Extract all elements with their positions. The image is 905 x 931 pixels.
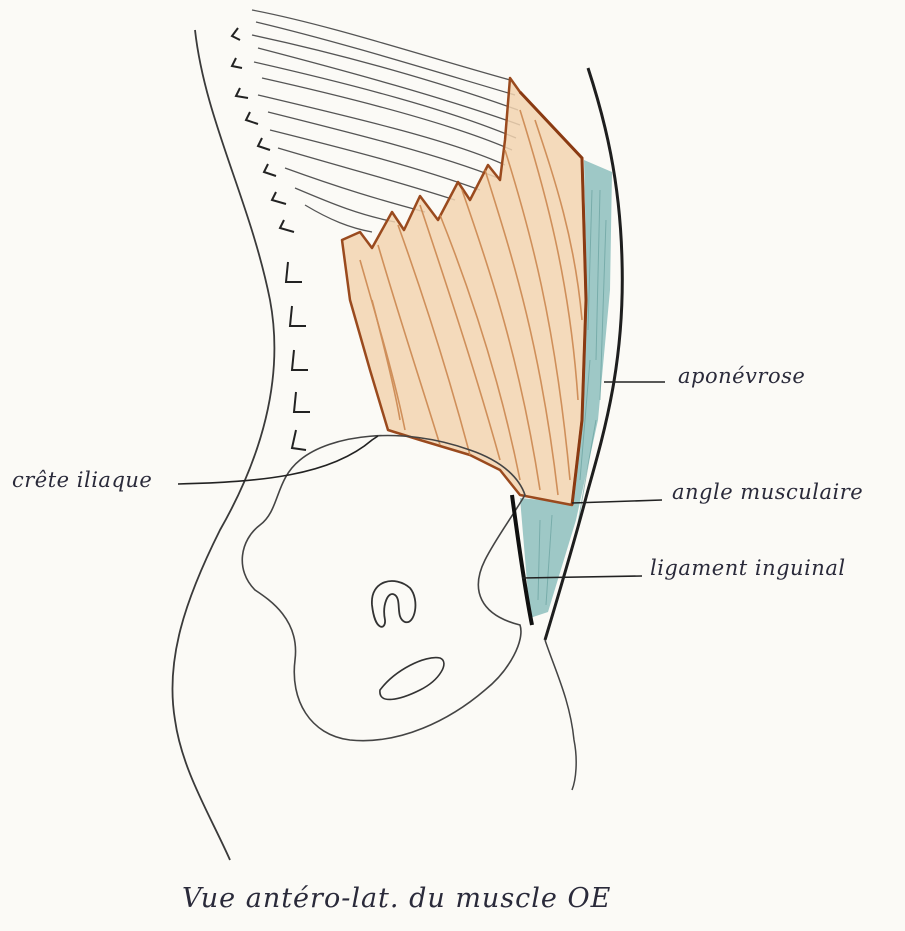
obturator-foramen [372, 581, 416, 627]
label-ligament-inguinal: ligament inguinal [650, 556, 846, 580]
acetabulum-notch [380, 658, 444, 700]
label-angle-musculaire: angle musculaire [672, 480, 863, 504]
thigh-contour [545, 640, 576, 790]
back-contour [172, 30, 274, 860]
label-aponevrose: aponévrose [678, 364, 805, 388]
leader-crete [178, 436, 378, 484]
label-crete-iliaque: crête iliaque [12, 468, 152, 492]
iliac-bone [242, 436, 525, 741]
external-oblique-muscle [342, 78, 586, 505]
caption: Vue antéro-lat. du muscle OE [182, 883, 611, 914]
